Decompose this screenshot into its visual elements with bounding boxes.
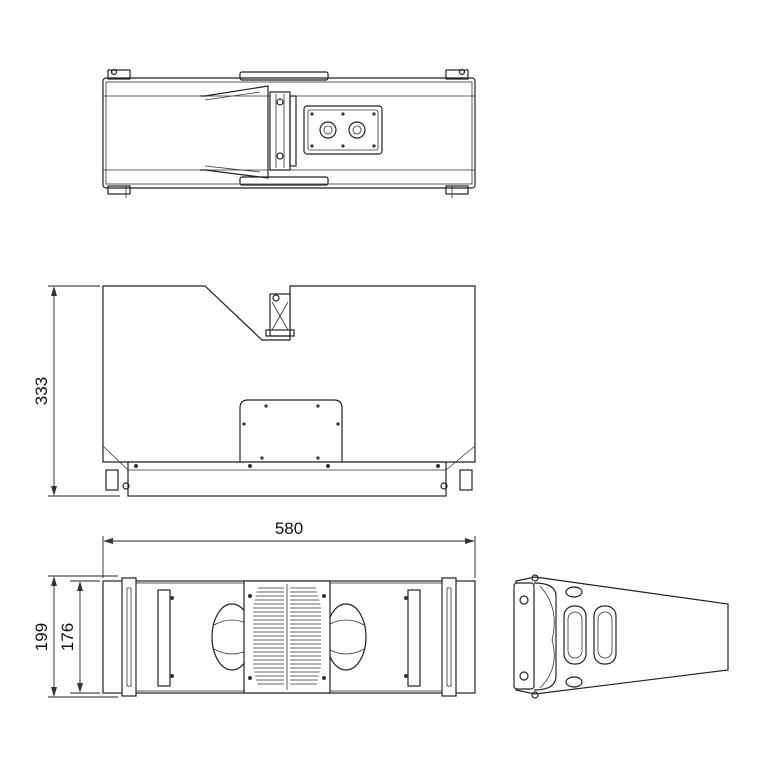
dim-label-580: 580	[275, 519, 303, 538]
dimension-height-front-inner: 176	[58, 580, 100, 694]
front-view	[102, 577, 476, 697]
profile-view	[513, 574, 729, 699]
dim-label-199: 199	[32, 623, 51, 651]
dim-label-333: 333	[32, 377, 51, 405]
side-view	[102, 285, 476, 497]
top-view	[102, 68, 476, 198]
horn-grille	[253, 584, 321, 690]
dimension-height-front-outer: 199	[32, 575, 118, 698]
dim-label-176: 176	[58, 623, 77, 651]
dimension-height-side: 333	[32, 285, 120, 497]
dimension-width: 580	[102, 519, 476, 578]
